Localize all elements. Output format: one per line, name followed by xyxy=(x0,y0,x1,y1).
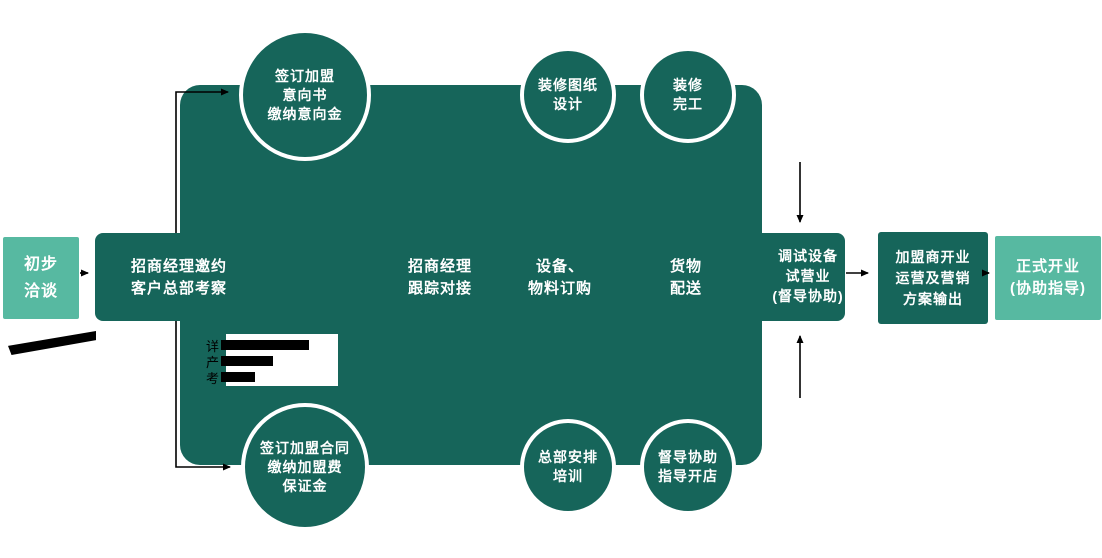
smudge-bar xyxy=(221,340,310,350)
step-manager-follow-up: 招商经理 跟踪对接 xyxy=(407,258,472,297)
step-trial-operation: 调试设备 试营业 (督导协助) xyxy=(772,248,844,304)
circle-decoration-drawing: 装修图纸 设计 xyxy=(520,47,616,143)
franchisee-opening-box: 加盟商开业 运营及营销 方案输出 xyxy=(878,232,988,324)
note-text: 详 产 考 xyxy=(206,337,310,386)
circle-sign-contract: 签订加盟合同 缴纳加盟费 保证金 xyxy=(241,403,369,531)
start-step-box: 初步 洽谈 xyxy=(3,237,79,319)
step-goods-delivery: 货物 配送 xyxy=(669,258,702,297)
middle-flow-band xyxy=(95,233,845,321)
circle-supervisor-assist: 督导协助 指导开店 xyxy=(640,419,736,515)
note-line: 考 xyxy=(206,369,309,386)
step-invite-inspection: 招商经理邀约 客户总部考察 xyxy=(130,258,227,297)
note-char: 考 xyxy=(206,370,220,386)
black-swoosh-artifact xyxy=(8,331,96,355)
step-equipment-order: 设备、 物料订购 xyxy=(527,258,592,297)
circle-sign-intent-letter: 签订加盟 意向书 缴纳意向金 xyxy=(239,29,371,161)
official-opening-box: 正式开业 (协助指导) xyxy=(995,236,1101,320)
note-line: 详 xyxy=(206,337,310,354)
circle-decoration-done: 装修 完工 xyxy=(640,47,736,143)
circle-hq-training: 总部安排 培训 xyxy=(520,419,616,515)
smudge-bar xyxy=(221,356,274,366)
smudge-bar xyxy=(221,372,256,382)
note-line: 产 xyxy=(206,353,309,370)
